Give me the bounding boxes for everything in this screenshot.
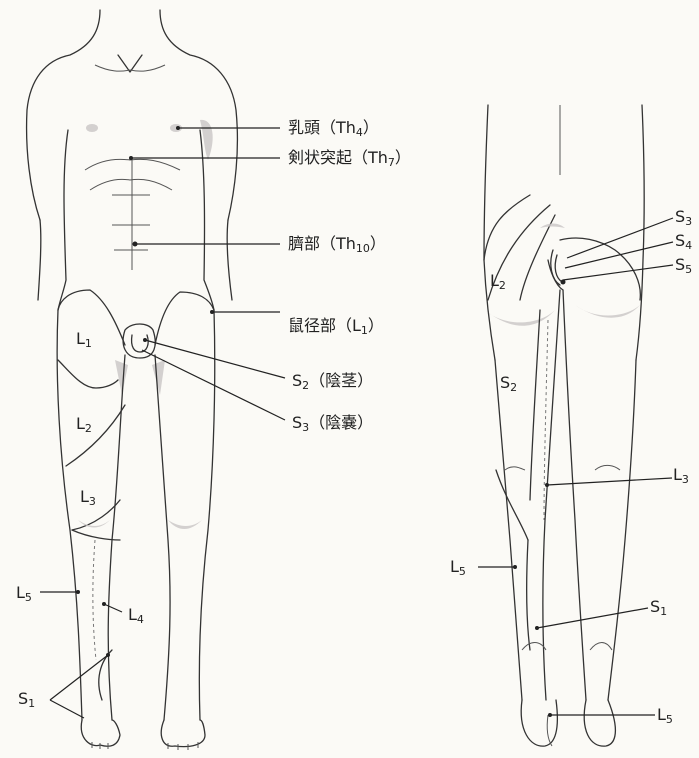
back-body-figure xyxy=(484,105,644,746)
label-front-l2: L2 xyxy=(76,415,92,438)
label-penis-s2: S2（陰茎） xyxy=(292,372,373,395)
label-back-s2: S2 xyxy=(500,374,517,397)
label-back-l3: L3 xyxy=(673,466,689,489)
label-front-s1: S1 xyxy=(18,690,35,713)
label-back-l5-bottom: L5 xyxy=(657,706,673,729)
label-nipple-th4: 乳頭（Th4） xyxy=(288,119,379,142)
label-navel-th10: 臍部（Th10） xyxy=(288,235,386,258)
label-xiphoid-th7: 剣状突起（Th7） xyxy=(288,149,411,172)
label-back-s4: S4 xyxy=(675,232,692,255)
label-front-l4: L4 xyxy=(128,606,144,629)
label-scrotum-s3: S3（陰嚢） xyxy=(292,414,373,437)
label-back-l2: L2 xyxy=(490,272,506,295)
label-back-s1: S1 xyxy=(650,598,667,621)
label-front-l3: L3 xyxy=(80,488,96,511)
label-back-s5: S5 xyxy=(675,256,692,279)
label-front-l1: L1 xyxy=(76,330,92,353)
front-body-figure xyxy=(27,10,238,750)
label-groin-l1: 鼠径部（L1） xyxy=(288,317,384,340)
label-front-l5: L5 xyxy=(16,584,32,607)
label-back-s3: S3 xyxy=(675,208,692,231)
label-back-l5-left: L5 xyxy=(450,558,466,581)
